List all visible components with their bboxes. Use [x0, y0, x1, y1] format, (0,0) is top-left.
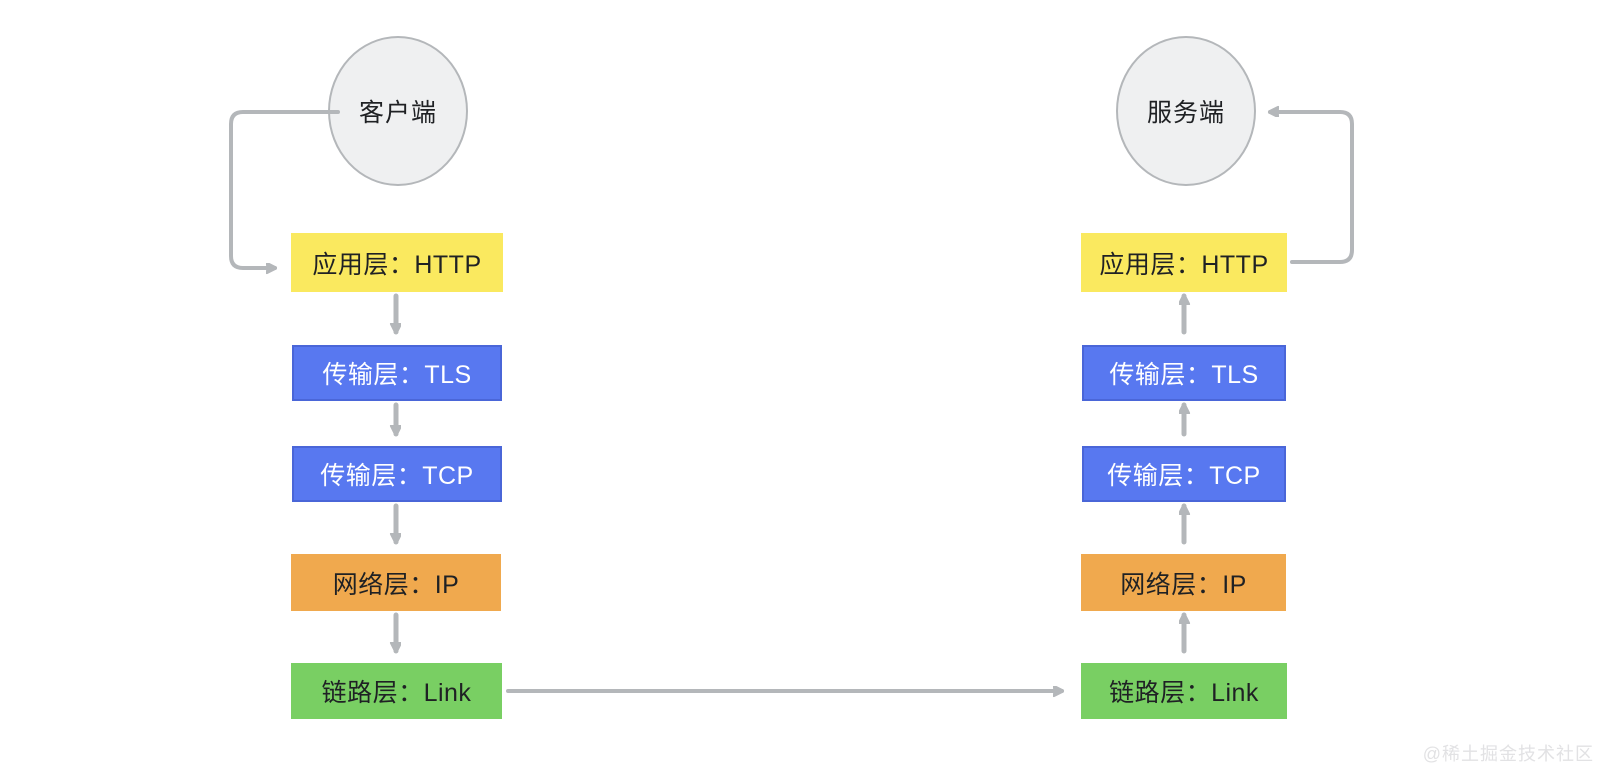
client-layer-tls: 传输层：TLS: [292, 345, 502, 401]
server-layer-link: 链路层：Link: [1081, 663, 1287, 719]
client-layer-link-label: 链路层：Link: [321, 679, 472, 707]
client-layer-application: 应用层：HTTP: [291, 233, 503, 292]
server-node-label: 服务端: [1146, 99, 1225, 127]
client-layer-application-label: 应用层：HTTP: [312, 250, 482, 279]
watermark-text: @稀土掘金技术社区: [1422, 744, 1594, 764]
client-node-label: 客户端: [358, 99, 437, 127]
client-layer-link: 链路层：Link: [291, 663, 502, 719]
client-layer-tcp: 传输层：TCP: [292, 446, 502, 502]
client-layer-ip-label: 网络层：IP: [332, 570, 460, 599]
server-layer-tls-label: 传输层：TLS: [1109, 361, 1259, 389]
server-layer-link-label: 链路层：Link: [1109, 679, 1259, 707]
server-layer-ip: 网络层：IP: [1081, 554, 1286, 611]
server-layer-tls: 传输层：TLS: [1082, 345, 1286, 401]
client-layer-tls-label: 传输层：TLS: [322, 361, 472, 389]
client-node: 客户端: [328, 36, 468, 186]
server-layer-ip-label: 网络层：IP: [1120, 570, 1247, 599]
client-layer-ip: 网络层：IP: [291, 554, 501, 611]
server-layer-tcp: 传输层：TCP: [1082, 446, 1286, 502]
server-layer-application: 应用层：HTTP: [1081, 233, 1287, 292]
server-layer-application-label: 应用层：HTTP: [1099, 250, 1269, 279]
server-layer-tcp-label: 传输层：TCP: [1107, 462, 1261, 490]
client-layer-tcp-label: 传输层：TCP: [320, 462, 474, 490]
server-node: 服务端: [1116, 36, 1256, 186]
watermark: @稀土掘金技术社区: [1423, 740, 1594, 766]
